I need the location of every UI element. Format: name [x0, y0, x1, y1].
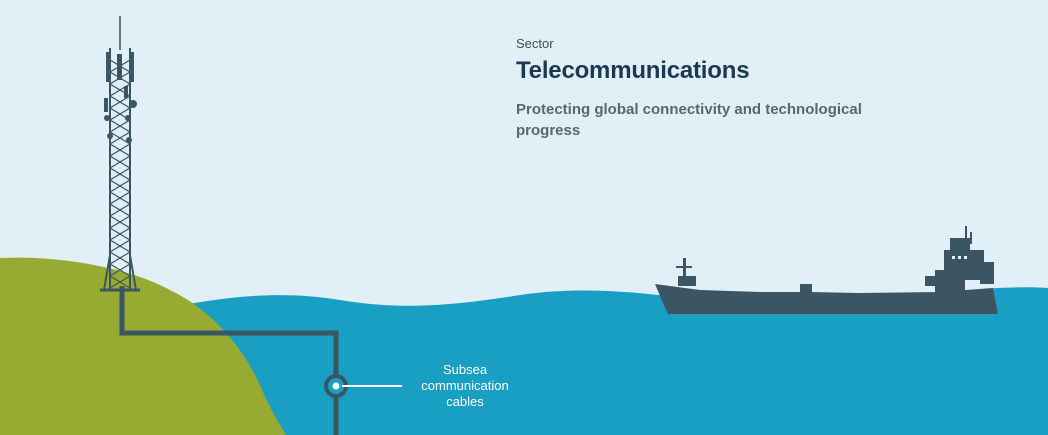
page-title: Telecommunications: [516, 57, 750, 84]
cable-node-icon: [324, 374, 402, 398]
ship-windows: [952, 256, 967, 259]
page-subtitle: Protecting global connectivity and techn…: [516, 101, 862, 139]
sea: [150, 287, 1048, 435]
hero-text-block: Sector Telecommunications Protecting glo…: [516, 36, 876, 141]
cargo-ship-icon: [655, 226, 998, 314]
sector-eyebrow: Sector: [516, 36, 554, 51]
land-hill: [0, 257, 286, 435]
cell-tower-icon: [100, 16, 140, 292]
subsea-cable-label: Subsea communication cables: [421, 362, 509, 409]
